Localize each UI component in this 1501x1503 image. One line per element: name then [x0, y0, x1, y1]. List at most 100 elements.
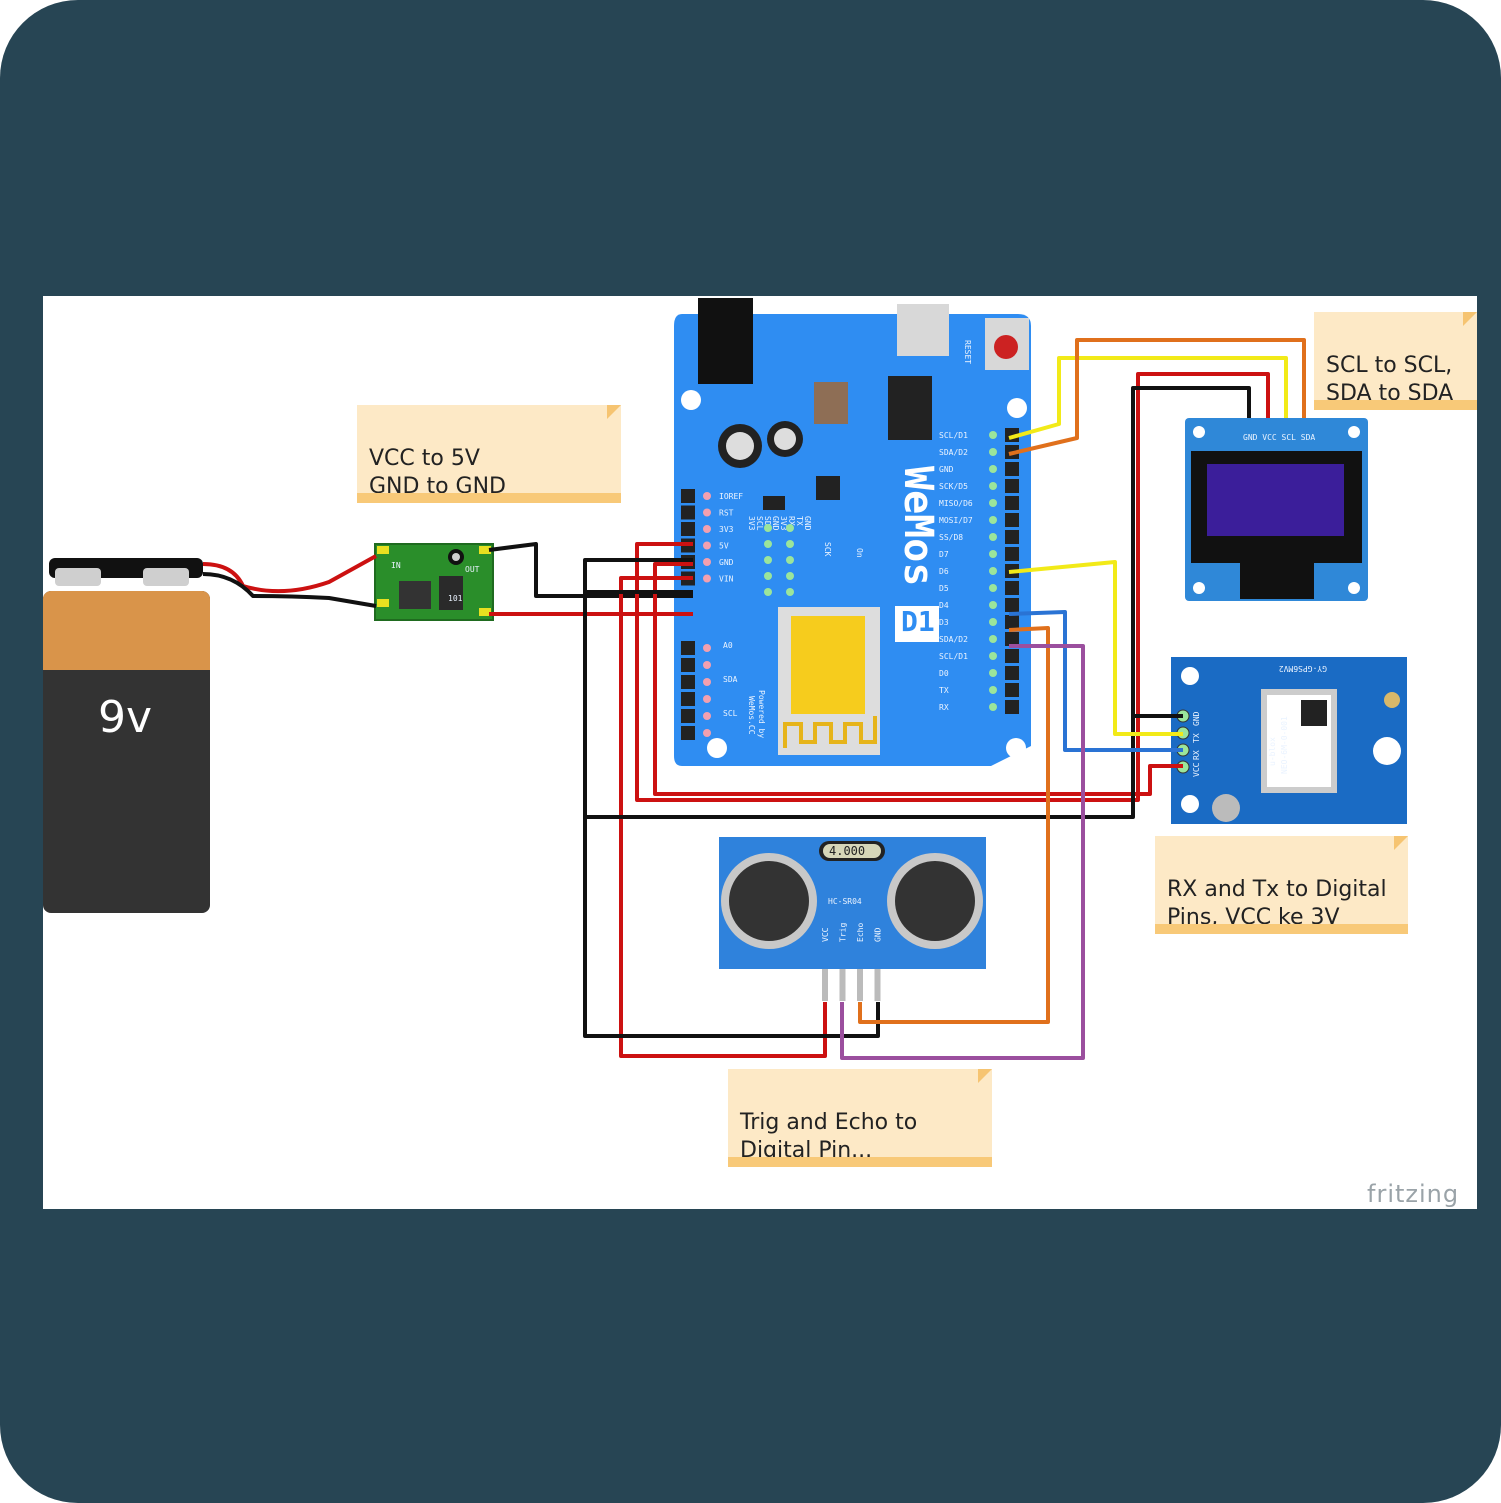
pin-dot	[703, 729, 711, 737]
note-power[interactable]: VCC to 5V GND to GND	[357, 405, 621, 503]
wemos-d1-board[interactable]: D1 WeMos RESET Powered by WeMos.CC SCK O…	[674, 298, 1031, 766]
pin-dot	[989, 431, 997, 439]
board-model: D1	[901, 605, 935, 638]
header-socket[interactable]	[1005, 581, 1019, 595]
qr-icon	[1301, 700, 1327, 726]
pin-label-d3: D3	[939, 618, 949, 627]
regulator-out-label: OUT	[465, 565, 480, 574]
icsp-pin	[786, 556, 794, 564]
header-socket[interactable]	[681, 726, 695, 740]
header-socket[interactable]	[681, 658, 695, 672]
pin-dot	[989, 482, 997, 490]
header-socket[interactable]	[681, 692, 695, 706]
battery-body	[43, 591, 210, 913]
header-socket[interactable]	[1005, 632, 1019, 646]
wire-battery-neg	[202, 572, 377, 608]
header-socket[interactable]	[681, 641, 695, 655]
pin-label-3v3: 3V3	[719, 525, 734, 534]
circuit-diagram: 9v IN OUT 101	[43, 298, 1407, 1060]
icsp-label-0: 3V3	[747, 516, 756, 531]
wire-reg-gnd	[488, 542, 693, 598]
fritzing-watermark: fritzing	[1367, 1180, 1460, 1208]
pin-dot	[989, 635, 997, 643]
right-header: SCL/D1SDA/D2GNDSCK/D5MISO/D6MOSI/D7SS/D8…	[939, 428, 1019, 714]
pin-label-d4: D4	[939, 601, 949, 610]
wire-echo	[858, 626, 1050, 1024]
header-socket[interactable]	[1005, 598, 1019, 612]
usb-chip	[888, 376, 932, 440]
header-socket[interactable]	[1005, 428, 1019, 442]
oled-display[interactable]: GND VCC SCL SDA	[1185, 418, 1368, 601]
header-socket[interactable]	[681, 489, 695, 503]
pin-dot	[989, 448, 997, 456]
sensor-name: HC-SR04	[828, 897, 862, 906]
gps-chip-brand: u-blox	[1268, 737, 1277, 766]
pin-label-d5: D5	[939, 584, 949, 593]
pin-label-gnd: GND	[719, 558, 734, 567]
pin-dot	[989, 499, 997, 507]
note-ultrasonic-text: Trig and Echo to Digital Pin...	[740, 1110, 918, 1163]
header-socket[interactable]	[681, 522, 695, 536]
header-socket[interactable]	[681, 675, 695, 689]
header-socket[interactable]	[1005, 462, 1019, 476]
pin-label-5v: 5V	[719, 542, 729, 551]
pin-label-sda: SDA	[723, 675, 738, 684]
header-socket[interactable]	[1005, 530, 1019, 544]
icsp-pin	[786, 524, 794, 532]
oled-screen	[1207, 464, 1344, 536]
sensor-pin[interactable]	[874, 969, 881, 1001]
note-ultrasonic[interactable]: Trig and Echo to Digital Pin...	[728, 1069, 992, 1167]
header-socket[interactable]	[1005, 649, 1019, 663]
icsp-pin	[764, 524, 772, 532]
header-socket[interactable]	[1005, 615, 1019, 629]
regulator-board	[374, 543, 494, 621]
pin-dot	[703, 508, 711, 517]
wires	[202, 338, 1306, 1060]
usb-port	[897, 304, 949, 356]
pin-dot	[703, 644, 711, 652]
sensor-pin[interactable]	[822, 969, 828, 1001]
pin-dot	[989, 567, 997, 575]
icsp-pin	[764, 572, 772, 580]
pin-dot	[703, 541, 711, 550]
wire-gps-rx	[1008, 610, 1183, 752]
header-socket[interactable]	[1005, 683, 1019, 697]
header-socket[interactable]	[1005, 700, 1019, 714]
gps-pin-label-gnd: GND	[1192, 711, 1201, 726]
header-socket[interactable]	[1005, 496, 1019, 510]
pin-dot	[703, 695, 711, 703]
icsp-pin	[764, 556, 772, 564]
sensor-pin[interactable]	[839, 969, 846, 1001]
pin-dot	[989, 550, 997, 558]
crystal	[814, 382, 848, 424]
header-socket[interactable]	[1005, 513, 1019, 527]
sensor-display: 4.000	[829, 844, 865, 858]
header-socket[interactable]	[1005, 547, 1019, 561]
gps-chip-model: NEO-6M-0-001	[1280, 716, 1289, 774]
breadboard-canvas: 9v IN OUT 101	[43, 296, 1477, 1209]
note-oled[interactable]: SCL to SCL, SDA to SDA	[1314, 312, 1477, 410]
gps-module[interactable]: GY-GPS6MV2 u-blox NEO-6M-0-001 GNDTXRXVC…	[1171, 657, 1407, 824]
note-gps[interactable]: RX and Tx to Digital Pins, VCC ke 3V	[1155, 836, 1408, 934]
battery-label: 9v	[98, 692, 152, 743]
header-socket[interactable]	[681, 505, 695, 520]
buck-regulator[interactable]: IN OUT 101	[374, 543, 494, 621]
sensor-pin-label-echo: Echo	[856, 923, 865, 942]
battery-terminal-right	[143, 568, 189, 586]
pin-dot	[703, 661, 711, 669]
wire-sensor-gnd	[583, 558, 880, 1038]
header-socket[interactable]	[681, 709, 695, 723]
sensor-pin[interactable]	[857, 969, 863, 1001]
battery-9v[interactable]: 9v	[43, 558, 210, 913]
oled-pin-labels: GND VCC SCL SDA	[1243, 433, 1315, 442]
wire-trig	[840, 644, 1085, 1060]
pin-label-rst: RST	[719, 509, 734, 518]
header-socket[interactable]	[1005, 666, 1019, 680]
header-socket[interactable]	[1005, 479, 1019, 493]
gps-battery	[1212, 794, 1240, 822]
pin-label-vin: VIN	[719, 575, 734, 584]
icsp-label-7: GND	[803, 516, 812, 531]
dc-jack	[698, 298, 753, 384]
